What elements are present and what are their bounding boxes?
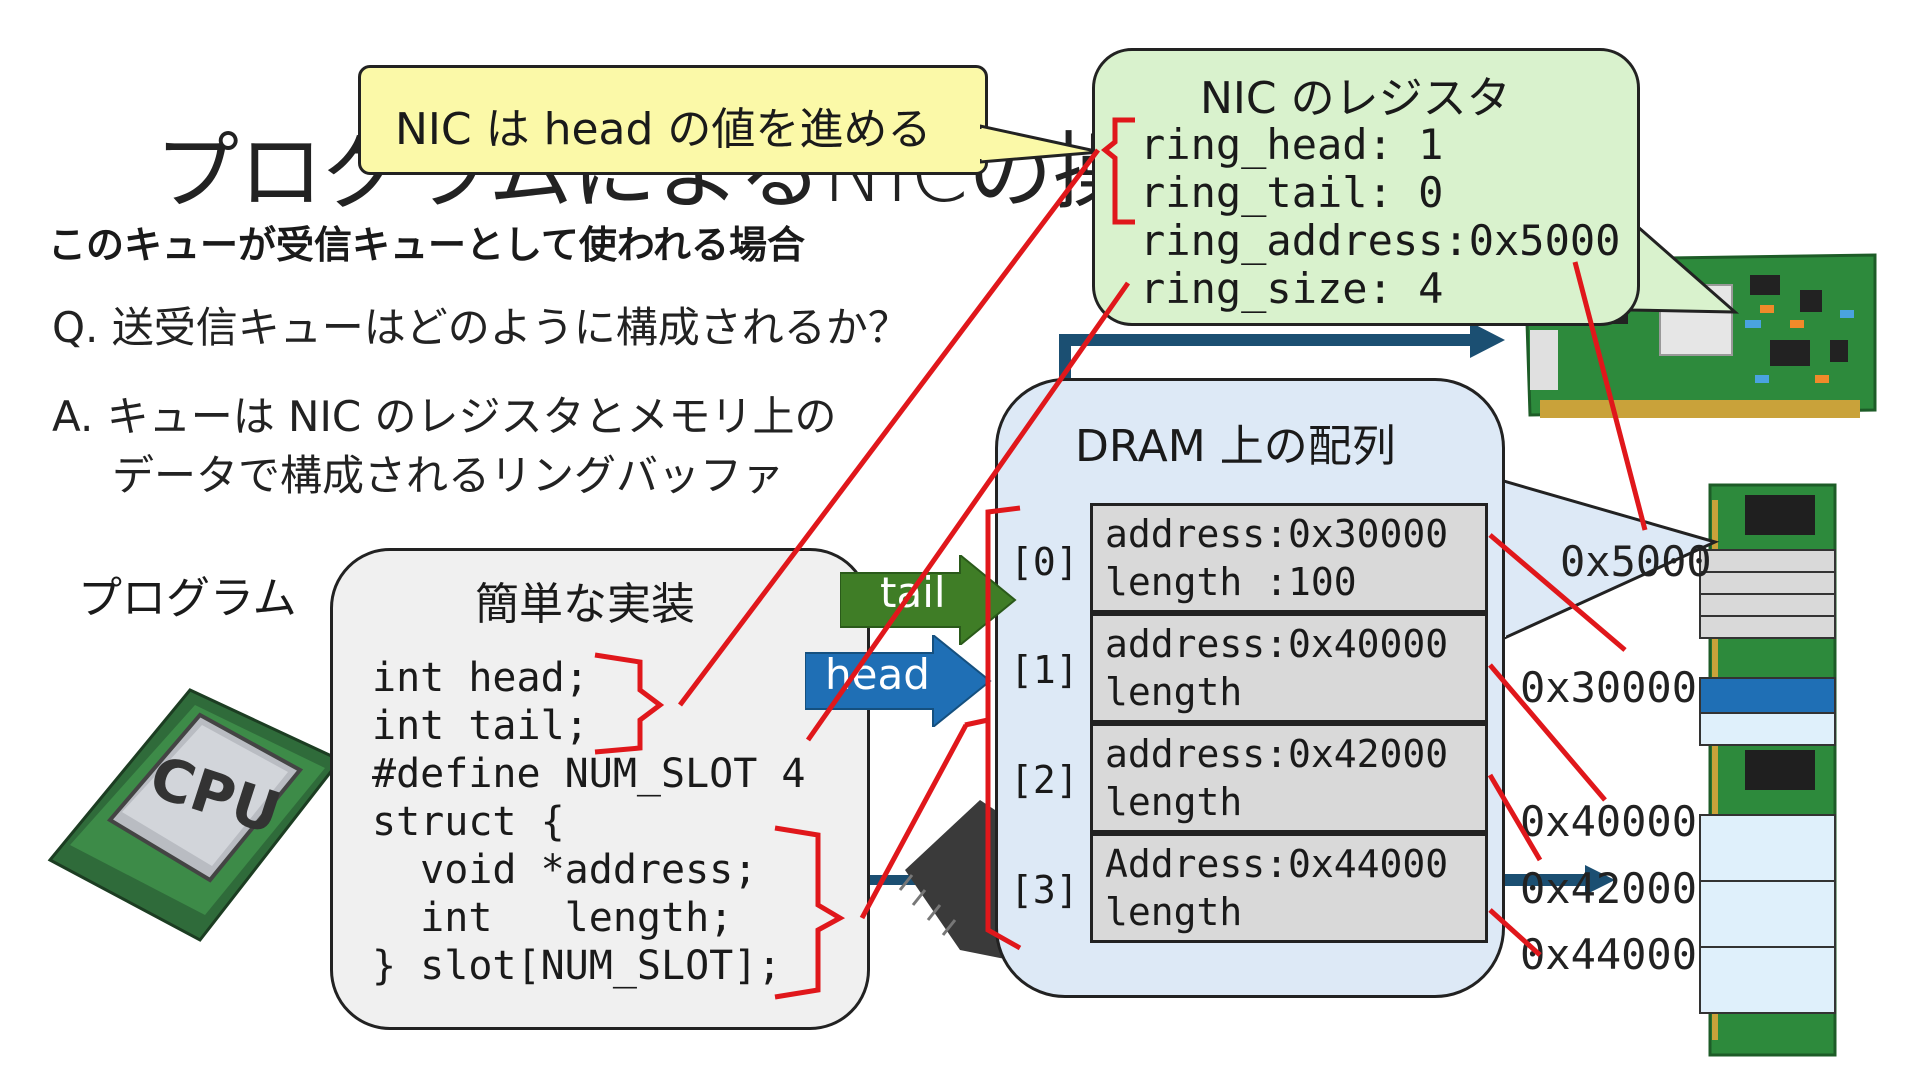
reg-ring-address: ring_address:0x5000 [1140, 216, 1621, 265]
mem-address-buffer-0: 0x30000 [1520, 663, 1698, 712]
slot-address: address:0x30000 [1105, 512, 1449, 556]
slot-index: [0] [1010, 540, 1079, 584]
code-line: int tail; [372, 703, 589, 749]
line-address-to-memory [1572, 261, 1648, 531]
subtitle: このキューが受信キューとして使われる場合 [48, 223, 805, 267]
mem-address-buffer-2: 0x42000 [1520, 864, 1698, 913]
reg-ring-size: ring_size: 4 [1140, 264, 1444, 313]
slot-index: [2] [1010, 758, 1079, 802]
nic-register-title: NIC のレジスタ [1200, 73, 1511, 124]
line-code-to-registers [678, 148, 1100, 707]
mem-address-buffer-1: 0x40000 [1520, 797, 1698, 846]
dark-chip-image [898, 800, 1010, 960]
implementation-panel [330, 548, 870, 1030]
bracket-code-head-tail [594, 652, 665, 755]
code-line: int length; [372, 895, 734, 941]
line-slot0-to-mem [1488, 533, 1627, 652]
code-line: struct { [372, 799, 565, 845]
line-slot3-to-mem [1488, 908, 1542, 957]
memory-ring-slots [1699, 549, 1836, 639]
line-size-to-dram [805, 281, 1131, 742]
mem-address-buffer-3: 0x44000 [1520, 930, 1698, 979]
nic-register-panel [1092, 48, 1640, 326]
line-struct-to-dram [859, 723, 969, 920]
answer-line-1: A. キューは NIC のレジスタとメモリ上の [52, 392, 837, 441]
memory-buffers [1699, 677, 1836, 1014]
mem-address-ring: 0x5000 [1560, 537, 1712, 586]
slot-address: address:0x42000 [1105, 732, 1449, 776]
answer-line-2: データで構成されるリングバッファ [112, 451, 785, 500]
code-line: void *address; [372, 847, 758, 893]
slot-length: length [1105, 780, 1243, 824]
callout-pointer [980, 124, 1101, 164]
head-pointer-arrow [805, 635, 992, 727]
line-slot2-to-mem [1487, 773, 1543, 862]
slot-length: length [1105, 890, 1243, 934]
head-advance-callout [358, 65, 988, 175]
slot-index: [1] [1010, 648, 1079, 692]
program-label: プログラム [78, 573, 297, 624]
code-line: int head; [372, 655, 589, 701]
dram-to-nic-arrowhead [1470, 322, 1505, 358]
dram-slot-1 [1090, 613, 1488, 723]
dram-to-memory-arrowhead [1585, 865, 1615, 895]
slot-length: length [1105, 670, 1243, 714]
slot-address: Address:0x44000 [1105, 842, 1449, 886]
cpu-chip-image: CPU [47, 688, 343, 942]
code-line: #define NUM_SLOT 4 [372, 751, 806, 797]
slot-index: [3] [1010, 868, 1079, 912]
reg-ring-head: ring_head: 1 [1140, 120, 1444, 169]
slot-address: address:0x40000 [1105, 622, 1449, 666]
bracket-head-tail [1100, 117, 1135, 225]
dram-slot-0 [1090, 503, 1488, 613]
dram-slot-2 [1090, 723, 1488, 833]
bracket-dram-slots [985, 505, 1022, 951]
dram-array-title: DRAM 上の配列 [1075, 421, 1396, 472]
reg-ring-tail: ring_tail: 0 [1140, 168, 1444, 217]
implementation-title: 簡単な実装 [475, 579, 695, 630]
bracket-code-struct [774, 825, 846, 1000]
code-line: } slot[NUM_SLOT]; [372, 943, 782, 989]
dram-slot-3 [1090, 833, 1488, 943]
callout-text: NIC は head の値を進める [395, 104, 932, 155]
dram-to-nic-arrow [1059, 334, 1470, 378]
line-slot1-to-mem [1488, 663, 1607, 802]
memory-stick-image [1699, 483, 1837, 1057]
slot-length: length :100 [1105, 560, 1357, 604]
question-text: Q. 送受信キューはどのように構成されるか？ [52, 303, 910, 352]
